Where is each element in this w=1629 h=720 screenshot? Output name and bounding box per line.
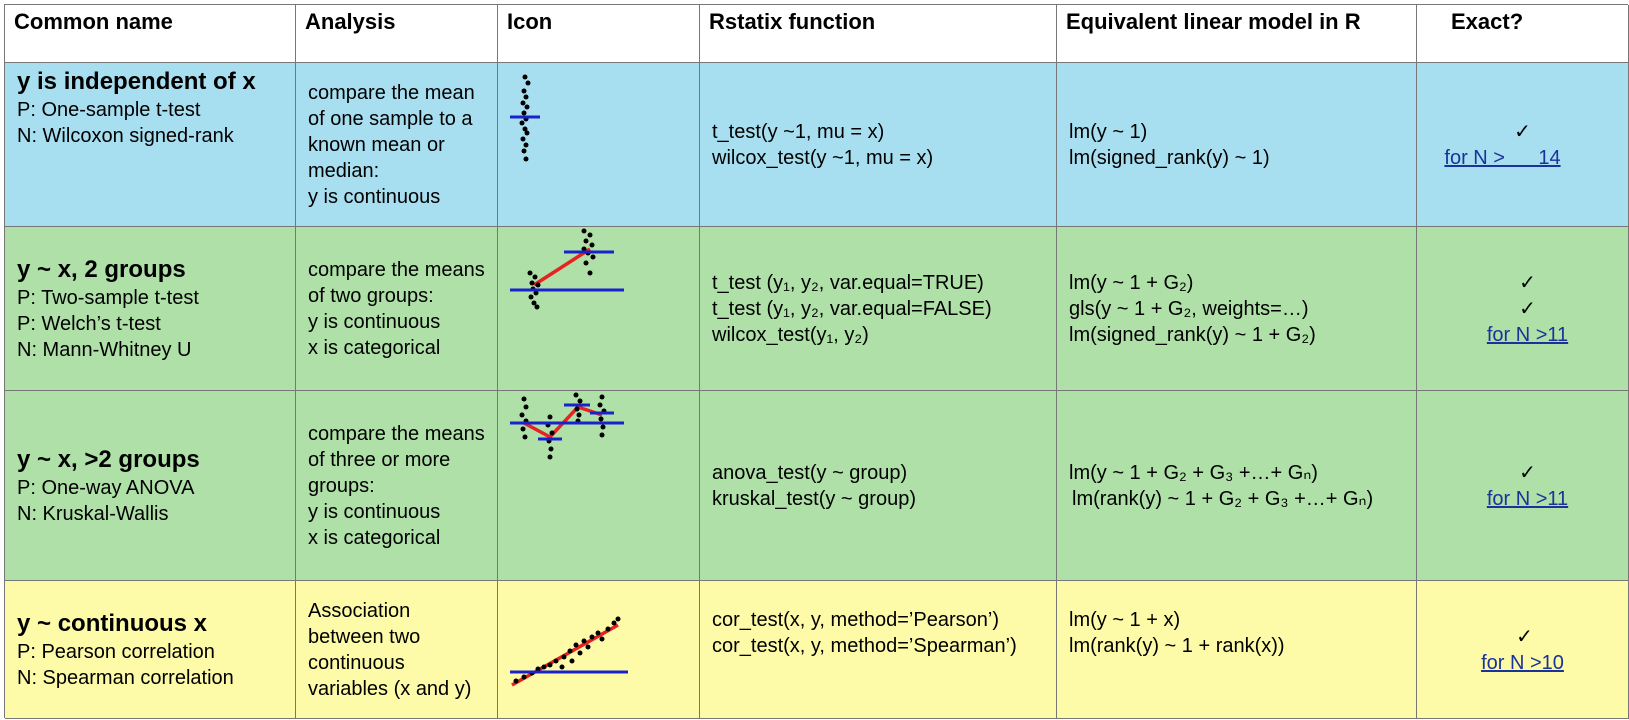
check-icon: ✓ [1514,120,1531,143]
check-icon: ✓ [1516,625,1533,648]
row-two-groups-functions: t_test (y₁, y₂, var.equal=TRUE) t_test (… [700,227,1057,391]
analysis-line: of one sample to a [308,107,473,130]
row-title: y ~ x, 2 groups [17,255,186,283]
row-one-sample-exact: ✓ for N > 14 [1417,63,1629,227]
row-two-groups-lm: lm(y ~ 1 + G₂) gls(y ~ 1 + G₂, weights=…… [1057,227,1417,391]
analysis-line: of two groups: [308,284,434,307]
row-correlation-analysis: Association between two continuous varia… [296,581,498,719]
lm-line: gls(y ~ 1 + G₂, weights=…) [1069,297,1309,320]
function-line: t_test (y₁, y₂, var.equal=FALSE) [712,297,992,320]
analysis-line: y is continuous [308,500,441,523]
analysis-line: x is categorical [308,526,441,549]
analysis-line: compare the means [308,422,485,445]
stats-table: Common name Analysis Icon Rstatix functi… [4,4,1629,719]
row-title: y ~ continuous x [17,609,208,637]
function-line: wilcox_test(y₁, y₂) [712,323,869,346]
lm-line: lm(rank(y) ~ 1 + rank(x)) [1069,635,1285,657]
lm-line: lm(y ~ 1 + x) [1069,609,1181,631]
row-title: y is independent of x [17,68,256,95]
test-name: P: Two-sample t-test [17,286,199,309]
test-name: P: Welch’s t-test [17,312,161,335]
header-common-name: Common name [5,5,296,63]
test-name: N: Kruskal-Wallis [17,502,169,525]
test-name: P: One-way ANOVA [17,476,195,499]
one-sample-icon [498,63,700,227]
row-anova-lm: lm(y ~ 1 + G₂ + G₃ +…+ Gₙ) lm(rank(y) ~ … [1057,391,1417,581]
row-two-groups-name: y ~ x, 2 groups P: Two-sample t-test P: … [5,227,296,391]
analysis-line: of three or more [308,448,451,471]
function-line: kruskal_test(y ~ group) [712,487,916,510]
exact-link[interactable]: for N >11 [1486,323,1569,346]
check-icon: ✓ [1519,297,1536,320]
analysis-line: groups: [308,474,375,497]
analysis-line: between two [308,625,421,648]
header-linear-model: Equivalent linear model in R [1057,5,1417,63]
row-anova-exact: ✓ for N >11 [1417,391,1629,581]
row-one-sample-functions: t_test(y ~1, mu = x) wilcox_test(y ~1, m… [700,63,1057,227]
row-two-groups-analysis: compare the means of two groups: y is co… [296,227,498,391]
lm-line: lm(signed_rank(y) ~ 1 + G₂) [1069,323,1316,346]
lm-line: lm(y ~ 1 + G₂ + G₃ +…+ Gₙ) [1069,461,1318,484]
exact-link[interactable]: for N >10 [1481,651,1564,674]
check-icon: ✓ [1519,271,1536,294]
analysis-line: variables (x and y) [308,677,472,700]
row-one-sample-analysis: compare the mean of one sample to a know… [296,63,498,227]
correlation-icon [498,581,700,719]
analysis-line: y is continuous [308,310,441,333]
analysis-line: median: [308,159,380,182]
anova-icon [498,391,700,581]
function-line: t_test (y₁, y₂, var.equal=TRUE) [712,271,984,294]
row-two-groups-exact: ✓ ✓ for N >11 [1417,227,1629,391]
lm-line: lm(rank(y) ~ 1 + G₂ + G₃ +…+ Gₙ) [1072,487,1374,510]
header-icon: Icon [498,5,700,63]
analysis-line: continuous [308,651,405,674]
analysis-line: known mean or [308,133,445,156]
check-icon: ✓ [1519,461,1536,484]
function-line: anova_test(y ~ group) [712,461,908,484]
row-one-sample-lm: lm(y ~ 1) lm(signed_rank(y) ~ 1) [1057,63,1417,227]
row-correlation-functions: cor_test(x, y, method=’Pearson’) cor_tes… [700,581,1057,719]
row-anova-functions: anova_test(y ~ group) kruskal_test(y ~ g… [700,391,1057,581]
test-name: P: Pearson correlation [17,640,215,663]
header-analysis: Analysis [296,5,498,63]
lm-line: lm(y ~ 1 + G₂) [1069,271,1194,294]
row-anova-analysis: compare the means of three or more group… [296,391,498,581]
test-name: N: Wilcoxon signed-rank [17,125,234,147]
row-correlation-lm: lm(y ~ 1 + x) lm(rank(y) ~ 1 + rank(x)) [1057,581,1417,719]
exact-link[interactable]: for N >11 [1486,487,1569,510]
row-correlation-exact: ✓ for N >10 [1417,581,1629,719]
lm-line: lm(y ~ 1) [1069,120,1148,143]
function-line: wilcox_test(y ~1, mu = x) [712,146,934,169]
header-exact: Exact? [1417,5,1629,63]
lm-line: lm(signed_rank(y) ~ 1) [1069,146,1270,169]
test-name: N: Spearman correlation [17,666,234,689]
analysis-line: compare the means [308,258,485,281]
test-name: P: One-sample t-test [17,99,201,121]
function-line: t_test(y ~1, mu = x) [712,120,885,143]
analysis-line: Association [308,599,411,622]
test-name: N: Mann-Whitney U [17,338,192,361]
analysis-line: y is continuous [308,185,441,208]
header-rstatix-function: Rstatix function [700,5,1057,63]
function-line: cor_test(x, y, method=’Spearman’) [712,635,1017,657]
row-anova-name: y ~ x, >2 groups P: One-way ANOVA N: Kru… [5,391,296,581]
two-groups-icon [498,227,700,391]
analysis-line: compare the mean [308,81,475,104]
row-one-sample-name: y is independent of x P: One-sample t-te… [5,63,296,227]
function-line: cor_test(x, y, method=’Pearson’) [712,609,999,631]
row-title: y ~ x, >2 groups [17,445,200,473]
analysis-line: x is categorical [308,336,441,359]
exact-link[interactable]: for N > 14 [1444,146,1561,169]
row-correlation-name: y ~ continuous x P: Pearson correlation … [5,581,296,719]
